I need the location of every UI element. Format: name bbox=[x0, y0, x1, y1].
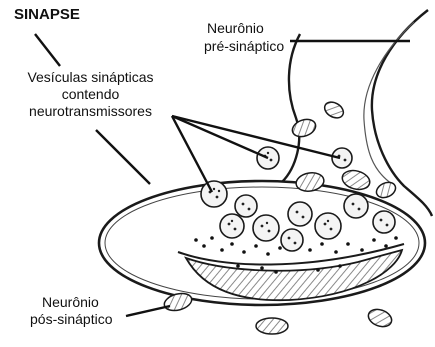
vesicle bbox=[235, 195, 257, 217]
label-postsynaptic-line1: Neurônio bbox=[42, 294, 99, 310]
vesicle bbox=[315, 213, 341, 239]
presynaptic-membrane-left bbox=[196, 34, 300, 199]
vesicle bbox=[373, 211, 395, 233]
label-vesicles-line3: neurotransmissores bbox=[8, 103, 173, 119]
leader-vesicles-c bbox=[172, 116, 212, 192]
vesicle bbox=[288, 202, 312, 226]
leader-title bbox=[35, 34, 60, 66]
diagram-title: SINAPSE bbox=[14, 7, 80, 23]
mitochondrion bbox=[374, 179, 398, 200]
mitochondrion bbox=[256, 318, 288, 334]
vesicle bbox=[253, 215, 279, 241]
mitochondrion bbox=[366, 306, 394, 329]
vesicle bbox=[332, 148, 352, 168]
label-vesicles-line2: contendo bbox=[8, 86, 173, 102]
leader-terminal bbox=[96, 130, 150, 184]
vesicle bbox=[201, 181, 227, 207]
label-postsynaptic-line2: pós-sináptico bbox=[30, 311, 113, 327]
label-presynaptic-line1: Neurônio bbox=[207, 20, 264, 36]
leader-postsynaptic bbox=[126, 306, 170, 316]
vesicle bbox=[281, 229, 303, 251]
vesicle bbox=[344, 194, 368, 218]
label-presynaptic-line2: pré-sináptico bbox=[204, 38, 284, 54]
vesicle bbox=[220, 214, 244, 238]
label-vesicles-line1: Vesículas sinápticas bbox=[8, 69, 173, 85]
mitochondrion bbox=[322, 99, 346, 121]
mitochondrion bbox=[290, 116, 318, 139]
